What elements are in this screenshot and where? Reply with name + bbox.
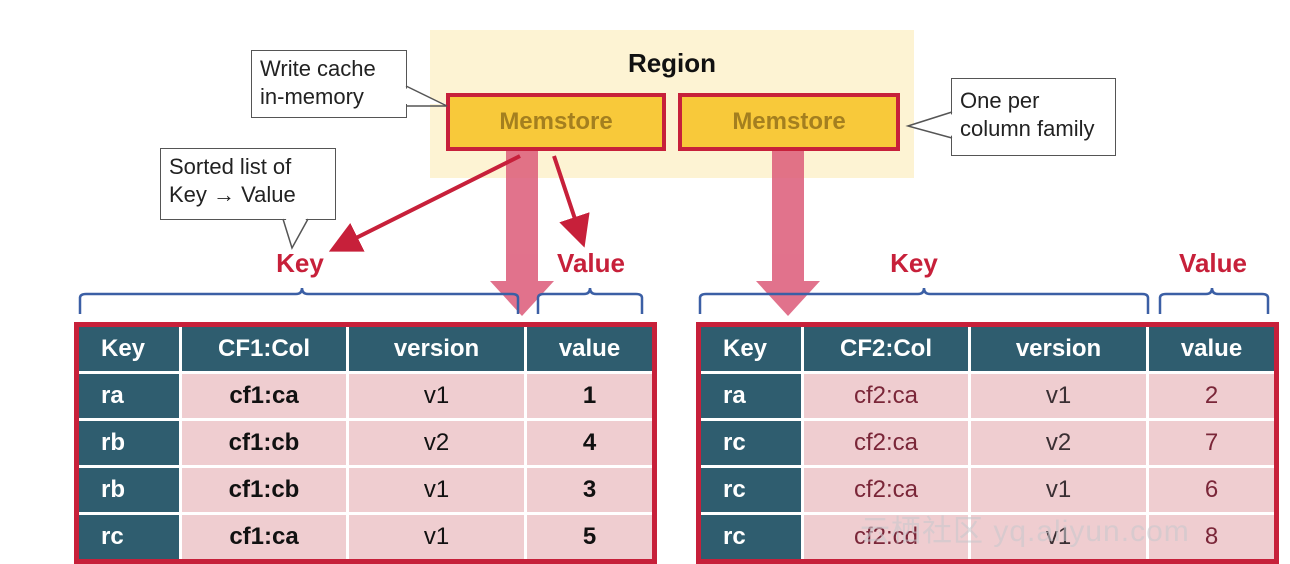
col-header-version: version xyxy=(969,324,1149,374)
table-row: ra cf1:ca v1 1 xyxy=(76,372,656,421)
callout-one-per-cf-pointer xyxy=(910,114,953,136)
label-key-right: Key xyxy=(890,248,938,278)
callout-one-per-cf: One per column family xyxy=(951,78,1116,156)
row-version: v1 xyxy=(347,513,527,563)
col-header-version: version xyxy=(347,324,527,374)
arrow-to-key xyxy=(328,154,521,252)
row-version: v2 xyxy=(347,419,527,468)
row-key: ra xyxy=(698,372,804,421)
col-header-cf2-col: CF2:Col xyxy=(802,324,971,374)
watermark: 云栖社区 yq.aliyun.com xyxy=(860,515,1190,548)
row-column: cf1:cb xyxy=(180,419,349,468)
callout-write-cache-line2: in-memory xyxy=(260,84,364,109)
row-key: rc xyxy=(698,466,804,515)
flush-arrow-cf1 xyxy=(490,151,554,316)
row-value: 6 xyxy=(1147,466,1278,515)
callout-sorted-list-line2: Key → Value xyxy=(169,182,296,207)
row-column: cf2:ca xyxy=(802,372,971,421)
memstore-cf1: Memstore xyxy=(446,93,666,151)
row-value: 4 xyxy=(525,419,656,468)
table-header-row: Key CF1:Col version value xyxy=(76,324,656,374)
col-header-key: Key xyxy=(76,324,182,374)
row-version: v1 xyxy=(347,372,527,421)
region-title: Region xyxy=(627,48,717,78)
row-column: cf2:cd xyxy=(802,513,971,563)
row-key: rc xyxy=(698,513,804,563)
row-key: rc xyxy=(698,419,804,468)
row-column: cf2:ca xyxy=(802,419,971,468)
callout-sorted-list: Sorted list of Key → Value xyxy=(160,148,336,220)
brace-key-right xyxy=(698,287,1150,314)
callout-one-per-cf-line1: One per xyxy=(960,88,1040,113)
row-value: 5 xyxy=(525,513,656,563)
row-column: cf1:cb xyxy=(180,466,349,515)
col-header-cf1-col: CF1:Col xyxy=(180,324,349,374)
row-value: 7 xyxy=(1147,419,1278,468)
table-row: rc cf1:ca v1 5 xyxy=(76,513,656,563)
row-column: cf1:ca xyxy=(180,372,349,421)
row-value: 1 xyxy=(525,372,656,421)
brace-value-right xyxy=(1158,287,1270,314)
table-cf2: Key CF2:Col version value ra cf2:ca v1 2… xyxy=(696,322,1279,564)
table-row: rc cf2:ca v1 6 xyxy=(698,466,1278,515)
col-header-key: Key xyxy=(698,324,804,374)
row-key: rc xyxy=(76,513,182,563)
row-version: v2 xyxy=(969,419,1149,468)
callout-sorted-list-line1: Sorted list of xyxy=(169,154,292,179)
arrow-to-value xyxy=(552,155,590,248)
label-value-right: Value xyxy=(1179,248,1247,278)
memstore-cf2: Memstore xyxy=(678,93,900,151)
table-row: rc cf2:cd v1 8 xyxy=(698,513,1278,563)
col-header-value: value xyxy=(1147,324,1278,374)
callout-write-cache-pointer-edge xyxy=(405,85,448,107)
callout-one-per-cf-pointer-edge xyxy=(905,111,953,139)
label-key-left: Key xyxy=(276,248,324,278)
row-version: v1 xyxy=(347,466,527,515)
callout-write-cache-line1: Write cache xyxy=(260,56,376,81)
label-value-left: Value xyxy=(557,248,625,278)
row-value: 8 xyxy=(1147,513,1278,563)
brace-key-left xyxy=(78,287,520,314)
row-value: 2 xyxy=(1147,372,1278,421)
table-row: ra cf2:ca v1 2 xyxy=(698,372,1278,421)
flush-arrow-cf2 xyxy=(756,151,820,316)
table-row: rb cf1:cb v1 3 xyxy=(76,466,656,515)
row-version: v1 xyxy=(969,372,1149,421)
row-version: v1 xyxy=(969,466,1149,515)
brace-value-left xyxy=(536,287,644,314)
callout-sorted-list-pointer xyxy=(286,219,306,246)
col-header-value: value xyxy=(525,324,656,374)
table-header-row: Key CF2:Col version value xyxy=(698,324,1278,374)
table-cf1: Key CF1:Col version value ra cf1:ca v1 1… xyxy=(74,322,657,564)
table-row: rc cf2:ca v2 7 xyxy=(698,419,1278,468)
row-column: cf1:ca xyxy=(180,513,349,563)
row-column: cf2:ca xyxy=(802,466,971,515)
row-version: v1 xyxy=(969,513,1149,563)
callout-sorted-list-pointer-edge xyxy=(282,218,309,250)
table-row: rb cf1:cb v2 4 xyxy=(76,419,656,468)
row-value: 3 xyxy=(525,466,656,515)
callout-write-cache: Write cache in-memory xyxy=(251,50,407,118)
row-key: rb xyxy=(76,466,182,515)
row-key: rb xyxy=(76,419,182,468)
row-key: ra xyxy=(76,372,182,421)
callout-one-per-cf-line2: column family xyxy=(960,116,1095,141)
